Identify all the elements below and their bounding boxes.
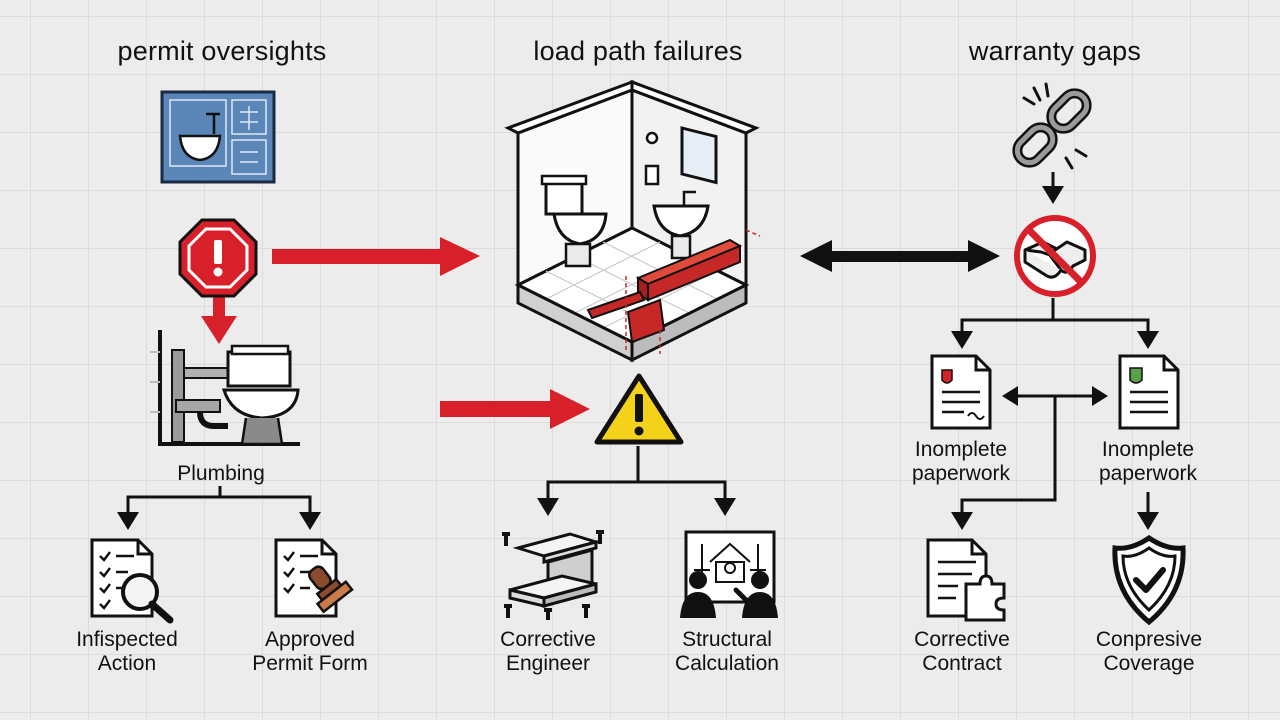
label-line: Action <box>97 652 157 675</box>
tree-warning-heads <box>537 498 736 516</box>
no-handshake-icon <box>1014 215 1096 297</box>
steel-beam-icon <box>502 530 604 620</box>
warning-triangle-icon <box>594 373 684 445</box>
heading-warranty-gaps: warranty gaps <box>968 36 1142 66</box>
label-incomplete-paperwork-right: Inomplete paperwork <box>1099 438 1197 486</box>
label-infispected-action: Infispected Action <box>76 628 178 676</box>
contract-puzzle-icon <box>926 538 1006 622</box>
label-line: Engineer <box>505 652 591 675</box>
tree-chain-down <box>1042 172 1064 204</box>
label-line: Corrective <box>500 628 596 651</box>
tree-warranty <box>960 298 1150 338</box>
plumbing-toilet-icon <box>150 330 300 446</box>
label-plumbing-text: Plumbing <box>177 462 265 485</box>
label-line: Conpresive <box>1095 628 1203 651</box>
double-arrow-bathroom-warranty <box>800 240 1000 272</box>
arrow-plumbing-to-warning <box>440 389 590 429</box>
tree-warning <box>546 446 727 505</box>
heading-load-path-failures: load path failures <box>533 36 743 66</box>
tree-documents-heads <box>951 386 1159 530</box>
permit-stamp-icon <box>274 538 354 618</box>
arrow-stop-to-plumbing <box>201 292 237 344</box>
tree-plumbing <box>126 486 312 520</box>
arrow-stop-to-bathroom <box>272 237 480 276</box>
label-approved-permit-form: Approved Permit Form <box>252 628 368 676</box>
label-line: Permit Form <box>252 652 368 675</box>
document-green-icon <box>1118 354 1180 430</box>
shield-check-icon <box>1112 534 1186 626</box>
label-line: paperwork <box>911 462 1011 485</box>
label-line: Inomplete <box>914 438 1008 461</box>
label-line: Corrective <box>914 628 1010 651</box>
blueprint-icon <box>160 90 276 184</box>
label-line: paperwork <box>1098 462 1198 485</box>
label-line: Approved <box>265 628 355 651</box>
tree-warranty-heads <box>951 331 1159 349</box>
label-line: Contract <box>922 652 1002 675</box>
tree-plumbing-heads <box>117 512 321 530</box>
label-corrective-engineer: Corrective Engineer <box>500 628 596 676</box>
label-compresive-coverage: Conpresive Coverage <box>1096 628 1202 676</box>
label-line: Calculation <box>675 652 779 675</box>
label-plumbing: Plumbing <box>177 462 265 486</box>
label-line: Structural <box>682 628 772 651</box>
document-red-icon <box>930 354 992 430</box>
label-line: Infispected <box>76 628 178 651</box>
label-line: Inomplete <box>1101 438 1195 461</box>
broken-chain-icon <box>1012 82 1092 170</box>
label-incomplete-paperwork-left: Inomplete paperwork <box>912 438 1010 486</box>
label-structural-calculation: Structural Calculation <box>675 628 779 676</box>
bathroom-isometric-icon <box>504 79 761 363</box>
steel-beam-red <box>586 229 761 354</box>
label-corrective-contract: Corrective Contract <box>914 628 1010 676</box>
engineers-meeting-icon <box>680 530 778 618</box>
label-line: Coverage <box>1103 652 1195 675</box>
stop-warning-icon <box>178 218 258 298</box>
heading-permit-oversights: permit oversights <box>117 36 327 66</box>
inspection-checklist-icon <box>90 538 174 624</box>
